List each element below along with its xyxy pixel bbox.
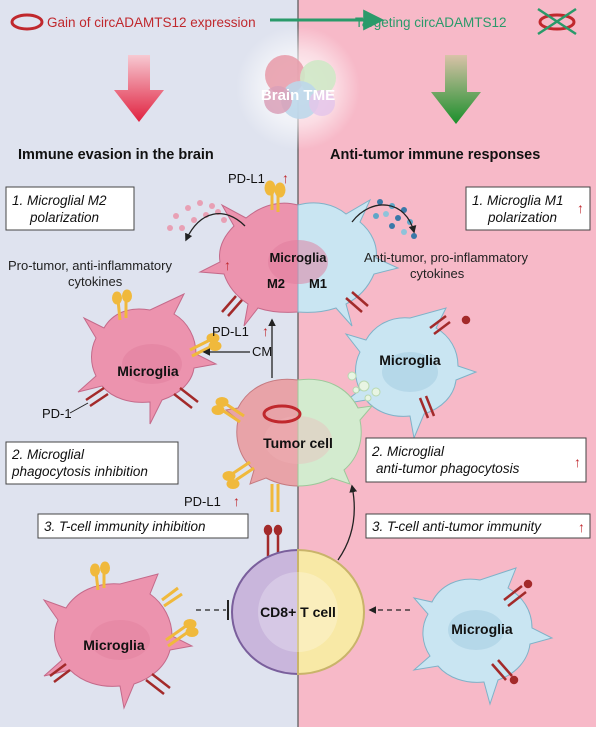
red-gradient-arrow (114, 55, 164, 122)
pd1-receptor-bottom-left (49, 663, 171, 695)
pd1-pointer (69, 402, 89, 414)
left-box-2-line2: phagocytosis inhibition (11, 464, 148, 479)
left-box-3 (37, 513, 249, 539)
right-box-2-line2: anti-tumor phagocytosis (376, 461, 520, 476)
pdl1-top-up: ↑ (282, 170, 289, 186)
microglia-main-label: Microglia (269, 250, 327, 265)
m2-cytokine-arrow (185, 213, 246, 242)
microglia-bottom-right-nucleus (448, 610, 504, 650)
pdl1-receptor-left (112, 289, 222, 358)
pd1-receptor-left (85, 386, 199, 409)
cm-label: CM (252, 344, 272, 359)
m1-label: M1 (309, 276, 327, 291)
pdl1-receptor-top (264, 180, 286, 212)
pd1-label: PD-1 (42, 406, 72, 421)
right-box-1-up: ↑ (577, 200, 584, 216)
tcell-body-left (230, 548, 299, 676)
right-box-3-up: ↑ (578, 519, 585, 535)
microglia-m1-body (297, 198, 400, 327)
phagocytosis-vesicles (347, 371, 381, 402)
tcell-nucleus (258, 572, 338, 652)
microglia-left-nucleus (122, 344, 182, 384)
tcell-to-tumor-arrow (337, 484, 358, 561)
right-box-1-line1: 1. Microglia M1 (472, 193, 564, 208)
header-right-label: Targeting circADAMTS12 (355, 15, 507, 30)
right-box-2-line1: 2. Microglial (371, 444, 445, 459)
microglia-bottom-left-body (42, 573, 194, 710)
tumor-circ-rna-icon (262, 404, 302, 424)
right-title: Anti-tumor immune responses (330, 147, 540, 163)
left-box-3-text: 3. T-cell immunity inhibition (44, 519, 206, 534)
pdl1-bottom-up: ↑ (233, 493, 240, 509)
microglia-left-label: Microglia (117, 363, 179, 379)
tcell-label: CD8+ T cell (260, 604, 336, 620)
m1-cytokine-arrow (351, 204, 417, 234)
pd1-receptor-right (418, 315, 471, 419)
right-cytokines-line2: cytokines (410, 266, 465, 281)
brain-tme-cells (264, 55, 336, 119)
right-cytokines-line1: Anti-tumor, pro-inflammatory (364, 250, 528, 265)
pdl1-receptor-bottom-left (90, 561, 199, 648)
right-box-2 (365, 437, 587, 483)
m2-cytokine-dots (167, 200, 227, 231)
right-box-2-up: ↑ (574, 454, 581, 470)
left-cytokines-line1: Pro-tumor, anti-inflammatory (8, 258, 172, 273)
green-gradient-arrow (431, 55, 481, 124)
left-title: Immune evasion in the brain (18, 147, 214, 163)
header-left-label: Gain of circADAMTS12 expression (47, 15, 256, 30)
pdl1-bottom-label: PD-L1 (184, 494, 221, 509)
tcell-body-right (297, 548, 366, 676)
left-box-1-line1: 1. Microglial M2 (12, 193, 107, 208)
right-box-1-line2: polarization (487, 210, 557, 225)
right-box-3 (365, 513, 591, 539)
m2-label: M2 (267, 276, 285, 291)
microglia-m2-body (198, 202, 299, 327)
microglia-bottom-left-label: Microglia (83, 637, 145, 653)
microglia-bottom-right-label: Microglia (451, 621, 513, 637)
pdl1-mid-label: PD-L1 (212, 324, 249, 339)
left-box-2 (5, 441, 179, 485)
microglia-right-nucleus (382, 352, 438, 392)
brain-tme-label: Brain TME (261, 87, 335, 104)
pd1-receptor-m2 (221, 295, 243, 317)
pdl1-mid-up: ↑ (262, 323, 269, 339)
tumor-nucleus (264, 416, 332, 464)
pd1-receptor-tcell (263, 524, 283, 556)
microglia-right-label: Microglia (379, 352, 441, 368)
crossed-circ-icon (537, 7, 577, 36)
right-box-3-text: 3. T-cell anti-tumor immunity (372, 519, 542, 534)
tumor-cell-body-right (297, 378, 374, 487)
left-box-2-line1: 2. Microglial (11, 447, 85, 462)
pdl1-receptor-tumor (211, 397, 280, 512)
left-cytokines-up: ↑ (224, 257, 231, 273)
tumor-cell-label: Tumor cell (263, 435, 333, 451)
right-box-1 (465, 186, 591, 231)
microglia-nucleus (268, 240, 328, 284)
circ-rna-icon (10, 13, 44, 31)
microglia-bottom-left-nucleus (90, 620, 150, 660)
left-box-1 (5, 186, 135, 231)
pdl1-top-label: PD-L1 (228, 171, 265, 186)
left-box-1-line2: polarization (29, 210, 99, 225)
pd1-receptor-m1 (345, 291, 369, 313)
left-cytokines-line2: cytokines (68, 274, 123, 289)
pd1-receptor-bottom-right (491, 579, 533, 685)
